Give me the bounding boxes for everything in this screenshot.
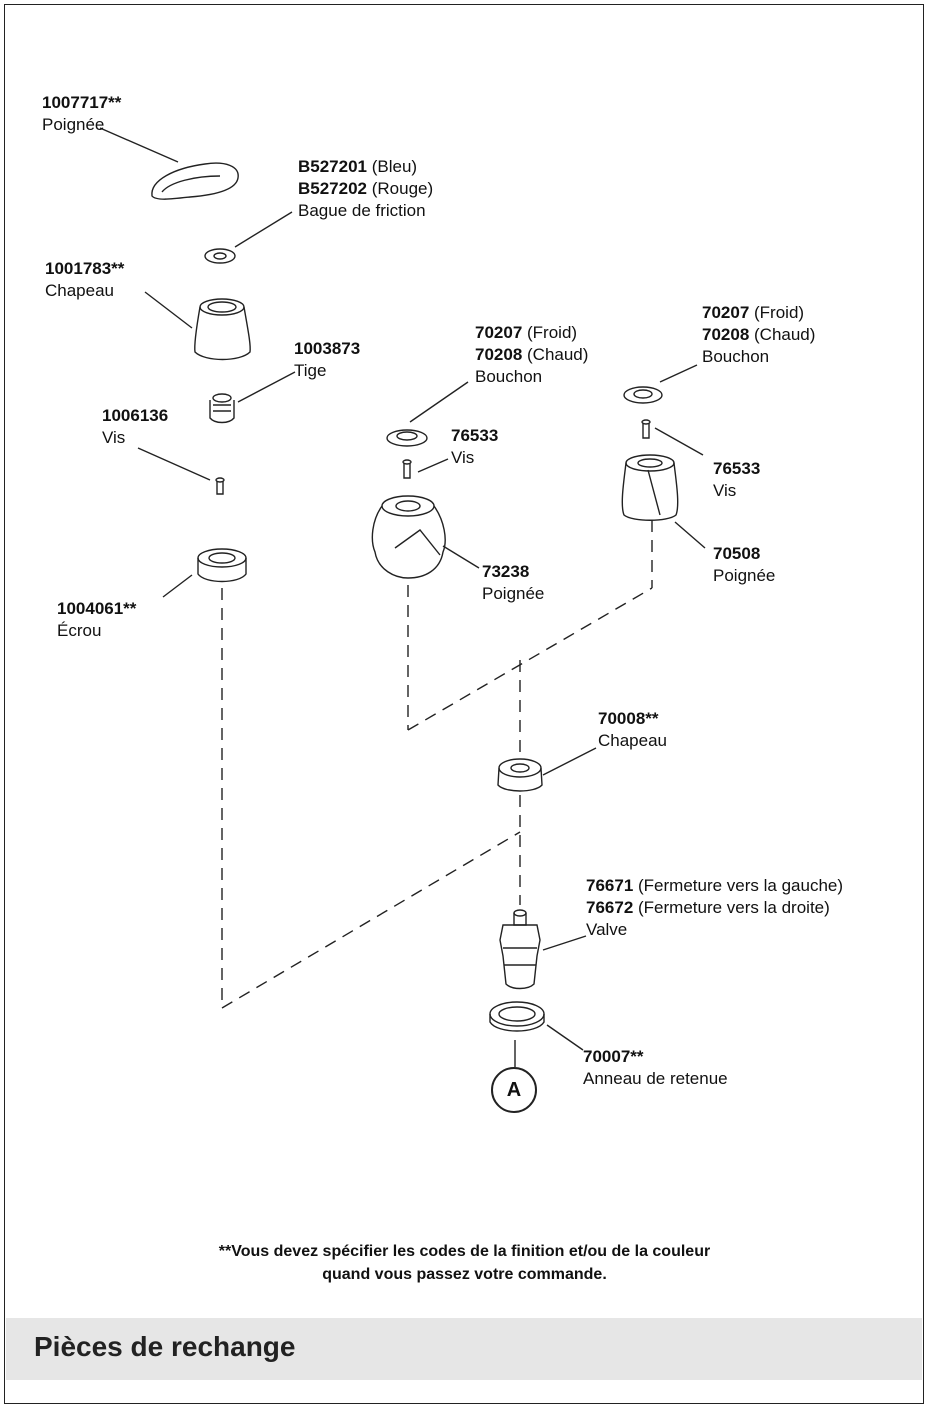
part-label-bouchon-right: 70207 (Froid) 70208 (Chaud) Bouchon (702, 302, 815, 368)
part-variant: (Chaud) (749, 325, 816, 344)
part-name: Vis (102, 428, 126, 447)
part-number: 73238 (482, 562, 530, 581)
part-label-70008: 70008** Chapeau (598, 708, 667, 752)
section-title: Pièces de rechange (34, 1331, 296, 1362)
page-frame (4, 4, 924, 1404)
button-cap-left-part (386, 429, 428, 447)
part-variant: (Chaud) (522, 345, 589, 364)
assembly-dashed-lines (221, 520, 653, 1009)
nut-part (197, 548, 247, 583)
part-label-valve: 76671 (Fermeture vers la gauche) 76672 (… (586, 875, 843, 941)
part-name: Bague de friction (298, 201, 426, 220)
blade-handle-part (621, 454, 679, 521)
button-cap-right-part (623, 386, 663, 404)
order-note: **Vous devez spécifier les codes de la f… (0, 1240, 929, 1286)
part-number: 70208 (702, 325, 750, 344)
lever-handle-part (151, 162, 239, 200)
part-label-1006136: 1006136 Vis (102, 405, 168, 449)
order-note-line2: quand vous passez votre commande. (322, 1266, 607, 1283)
part-label-1001783: 1001783** Chapeau (45, 258, 124, 302)
part-label-76533-right: 76533 Vis (713, 458, 760, 502)
leader-lines (99, 127, 706, 1067)
part-number: 70208 (475, 345, 523, 364)
part-variant: (Fermeture vers la gauche) (633, 876, 844, 895)
part-name: Valve (586, 920, 628, 939)
order-note-line1: **Vous devez spécifier les codes de la f… (218, 1243, 711, 1260)
part-number: 1001783** (45, 259, 125, 278)
bonnet-part (497, 758, 543, 792)
part-color: (Rouge) (367, 179, 434, 198)
part-label-1007717: 1007717** Poignée (42, 92, 121, 136)
part-number: 76671 (586, 876, 634, 895)
part-number: 76533 (713, 459, 761, 478)
section-footer-band: Pièces de rechange (6, 1318, 922, 1380)
part-number: B527202 (298, 179, 368, 198)
knob-handle-part (371, 495, 446, 579)
part-number: 1007717** (42, 93, 122, 112)
part-label-bouchon-left: 70207 (Froid) 70208 (Chaud) Bouchon (475, 322, 588, 388)
part-label-friction-ring: B527201 (Bleu) B527202 (Rouge) Bague de … (298, 156, 433, 222)
part-number: 76533 (451, 426, 499, 445)
part-name: Vis (451, 448, 475, 467)
part-name: Vis (713, 481, 737, 500)
part-name: Poignée (713, 566, 776, 585)
stem-part (209, 393, 235, 424)
part-number: B527201 (298, 157, 368, 176)
part-name: Poignée (482, 584, 545, 603)
part-number: 1003873 (294, 339, 361, 358)
part-variant: (Froid) (522, 323, 578, 342)
retaining-ring-part (489, 1001, 545, 1032)
screw-left-part (402, 459, 412, 479)
part-variant: (Froid) (749, 303, 805, 322)
part-number: 1006136 (102, 406, 169, 425)
screw-part (215, 477, 225, 495)
part-name: Anneau de retenue (583, 1069, 728, 1088)
part-name: Chapeau (598, 731, 668, 750)
part-name: Bouchon (475, 367, 543, 386)
part-number: 70508 (713, 544, 761, 563)
part-name: Tige (294, 361, 327, 380)
friction-ring-part (204, 248, 236, 264)
part-name: Poignée (42, 115, 105, 134)
part-name: Chapeau (45, 281, 115, 300)
callout-a: A (491, 1067, 537, 1113)
part-label-1003873: 1003873 Tige (294, 338, 360, 382)
valve-cartridge-part (499, 909, 541, 990)
part-number: 70207 (702, 303, 750, 322)
part-color: (Bleu) (367, 157, 418, 176)
part-number: 1004061** (57, 599, 137, 618)
screw-right-part (641, 419, 651, 439)
part-name: Écrou (57, 621, 102, 640)
part-label-1004061: 1004061** Écrou (57, 598, 136, 642)
part-variant: (Fermeture vers la droite) (633, 898, 830, 917)
part-number: 76672 (586, 898, 634, 917)
part-label-70007: 70007** Anneau de retenue (583, 1046, 728, 1090)
part-label-73238: 73238 Poignée (482, 561, 544, 605)
part-name: Bouchon (702, 347, 770, 366)
part-number: 70007** (583, 1047, 644, 1066)
part-number: 70207 (475, 323, 523, 342)
cap-part (194, 298, 251, 361)
part-label-76533-left: 76533 Vis (451, 425, 498, 469)
part-label-70508: 70508 Poignée (713, 543, 775, 587)
part-number: 70008** (598, 709, 659, 728)
